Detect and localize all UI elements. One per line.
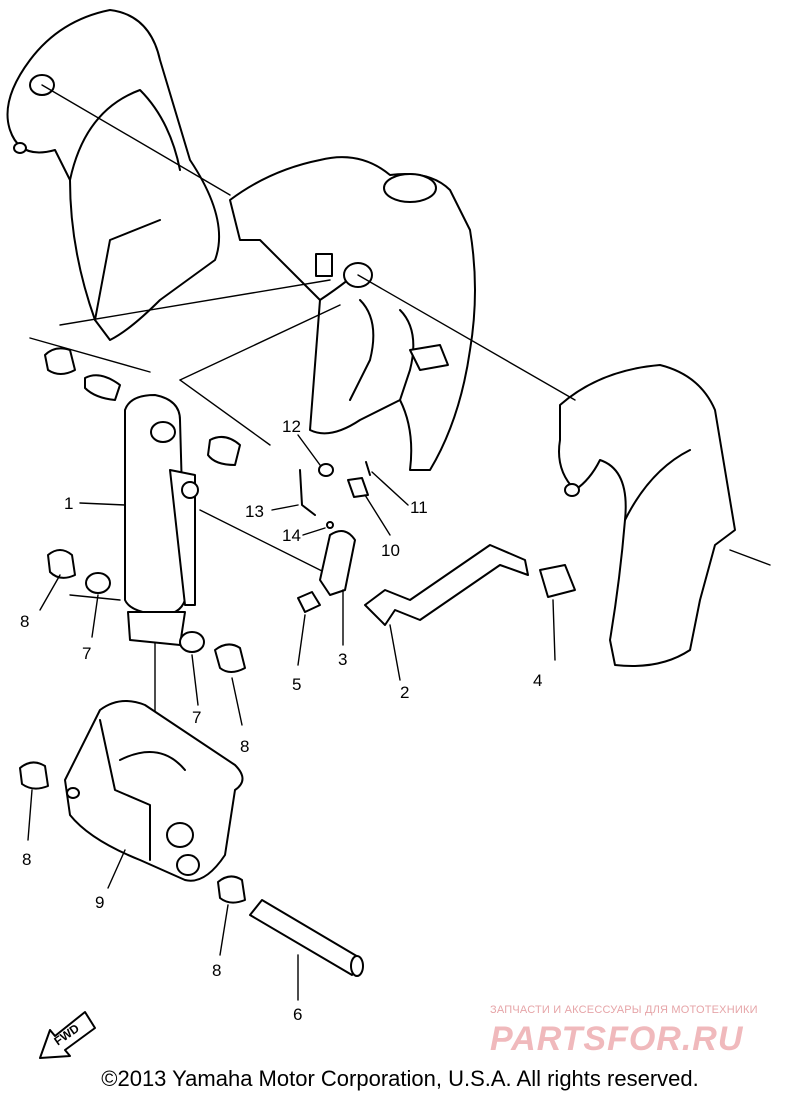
copyright-notice: ©2013 Yamaha Motor Corporation, U.S.A. A… [101,1066,699,1091]
callout-13: 13 [245,502,264,521]
bushings [19,347,246,904]
callout-4: 4 [533,671,542,690]
swivel-bracket [229,156,476,471]
callout-labels: 1 2 3 4 5 6 7 7 8 8 8 8 9 10 11 12 13 14 [20,417,542,1024]
left-clamp-bracket [6,9,221,341]
watermark-tagline: ЗАПЧАСТИ И АКСЕССУАРЫ ДЛЯ МОТОТЕХНИКИ [490,1004,758,1016]
callout-8c: 8 [22,850,31,869]
pin-shaft [249,899,364,977]
callout-1: 1 [64,494,73,513]
callout-10: 10 [381,541,400,560]
callout-6: 6 [293,1005,302,1024]
callout-5: 5 [292,675,301,694]
callout-14: 14 [282,526,301,545]
callout-leaders [27,434,556,1001]
callout-8a: 8 [20,612,29,631]
tilt-cylinder [124,394,199,646]
callout-11: 11 [410,498,428,517]
right-clamp-bracket [558,364,736,667]
lower-bracket [64,700,244,882]
lever-assembly [297,461,576,626]
fwd-arrow-icon: FWD [39,1011,96,1059]
callout-7a: 7 [82,644,91,663]
callout-2: 2 [400,683,409,702]
callout-12: 12 [282,417,301,436]
callout-8b: 8 [240,737,249,756]
callout-9: 9 [95,893,104,912]
callout-8d: 8 [212,961,221,980]
callout-3: 3 [338,650,347,669]
callout-7b: 7 [192,708,201,727]
watermark-brand: PARTSFOR.RU [490,1020,744,1058]
